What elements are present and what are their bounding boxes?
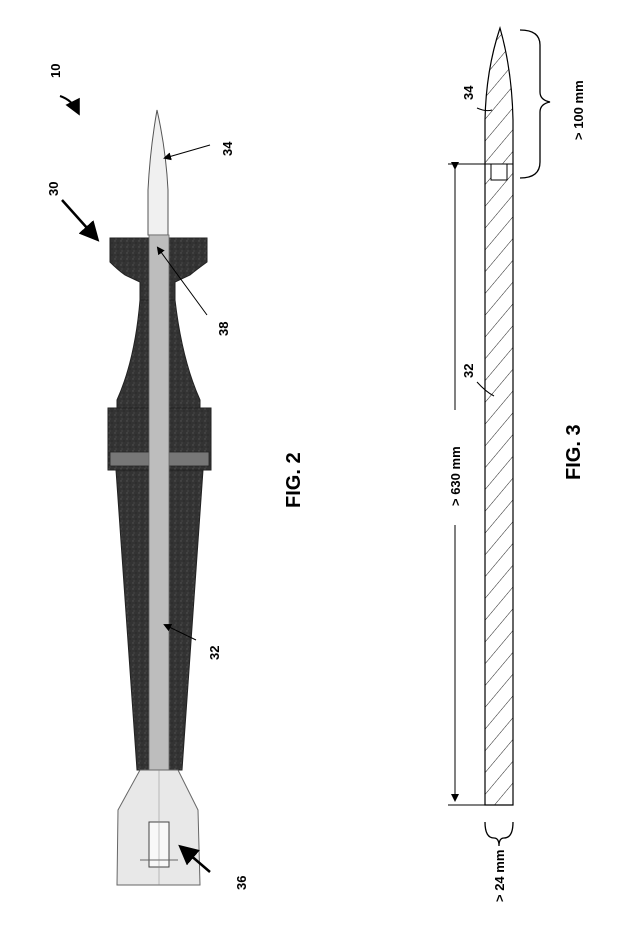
ref34-leader xyxy=(163,144,211,161)
fig3-caption: FIG. 3 xyxy=(563,424,585,480)
ref32-leader xyxy=(163,624,197,641)
fig2-caption: FIG. 2 xyxy=(283,452,305,508)
diameter-brace xyxy=(484,821,514,847)
ref-38-label: 38 xyxy=(216,322,231,336)
fig3-drawing xyxy=(484,25,514,806)
fig2-leaders xyxy=(59,95,211,873)
ref-34-label: 34 xyxy=(220,141,235,156)
fig2-drawing xyxy=(107,109,212,886)
fig2-core-rod xyxy=(148,234,170,816)
fig3-ref-32-label: 32 xyxy=(461,364,476,378)
ref-36-label: 36 xyxy=(234,876,249,890)
diameter-label: > 24 mm xyxy=(492,850,507,902)
ref-32-label: 32 xyxy=(207,646,222,660)
fig3-dimensions xyxy=(448,29,551,847)
fig3-ref-34-label: 34 xyxy=(461,85,476,100)
rod-length-label: > 630 mm xyxy=(448,446,463,506)
ref-30-label: 30 xyxy=(46,182,61,196)
ref30-arrow xyxy=(61,199,100,242)
fig3-ref34-leader xyxy=(476,107,493,112)
tip-brace xyxy=(519,29,551,179)
tip-length-label: > 100 mm xyxy=(571,80,586,140)
fig3-rod xyxy=(484,25,514,806)
ref38-leader xyxy=(156,246,208,316)
ref10-arrow xyxy=(59,95,80,116)
ref-10-label: 10 xyxy=(48,64,63,78)
fig3-tip-joint xyxy=(490,163,508,181)
fig2-tip xyxy=(147,109,169,236)
ref36-arrow xyxy=(178,844,211,873)
fig3-ref32-leader xyxy=(476,381,495,397)
